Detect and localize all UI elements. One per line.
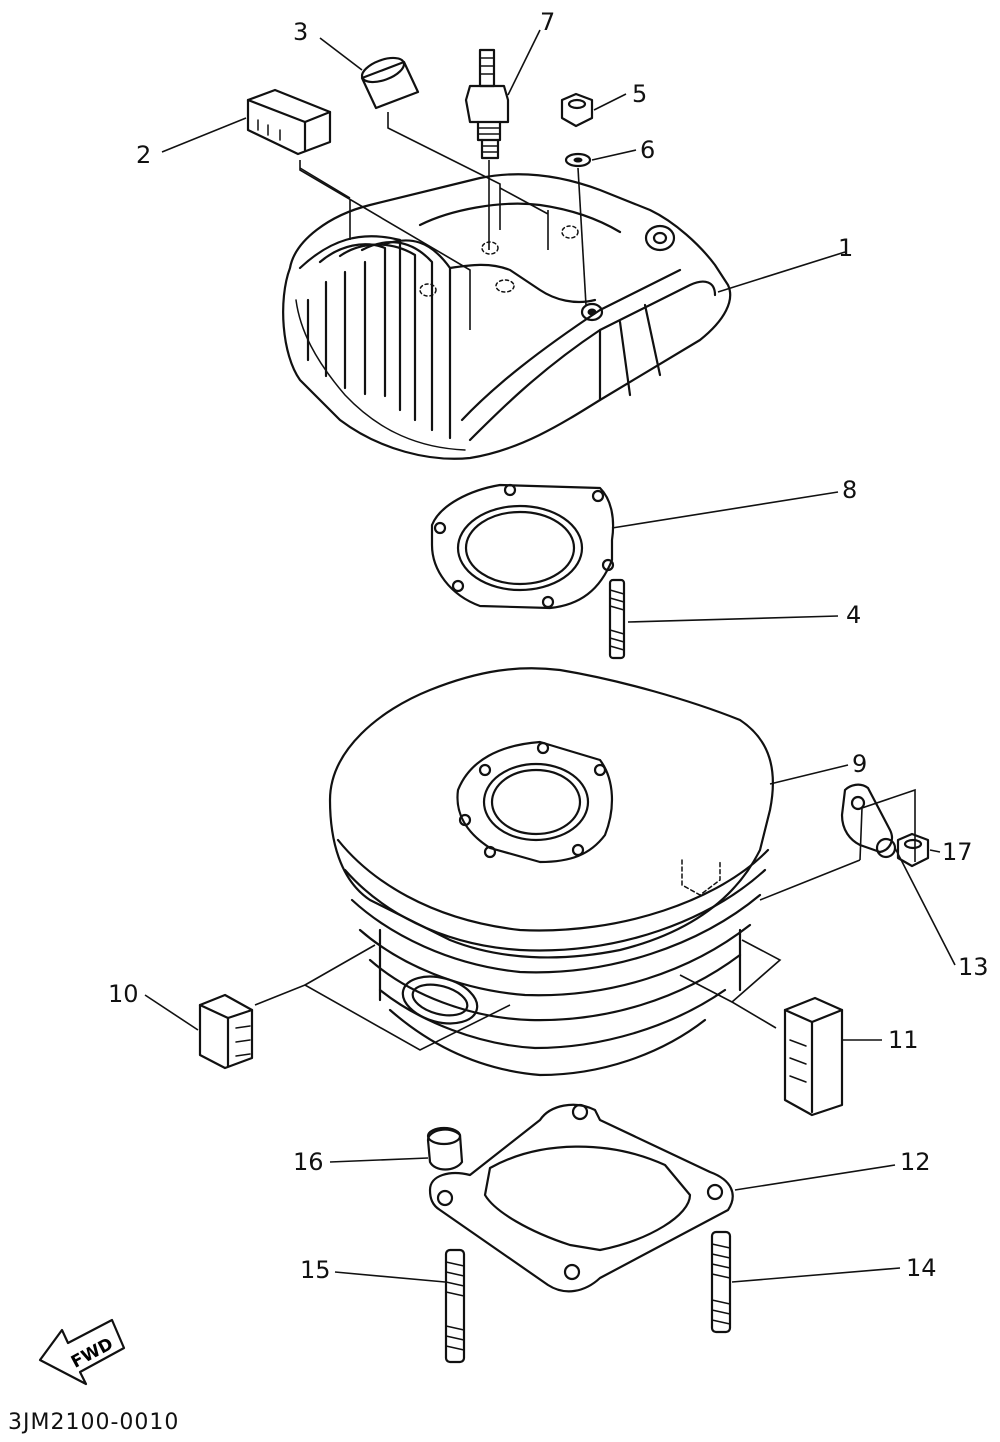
callout-4: 4 — [846, 601, 862, 629]
callout-15: 15 — [300, 1256, 331, 1284]
callout-11: 11 — [888, 1026, 919, 1054]
spark-plug — [464, 48, 510, 160]
callout-5: 5 — [632, 80, 648, 108]
nut-bracket — [896, 832, 930, 868]
forward-arrow-icon: FWD — [38, 1318, 126, 1386]
stud-bolt — [608, 578, 626, 660]
callout-7: 7 — [540, 8, 556, 36]
head-gasket — [430, 483, 615, 610]
plug — [426, 1126, 464, 1171]
leader-lines — [144, 29, 956, 1283]
callout-16: 16 — [293, 1148, 324, 1176]
washer — [564, 152, 592, 168]
callout-2: 2 — [136, 141, 152, 169]
cylinder — [328, 667, 774, 1077]
nut-head — [560, 92, 594, 128]
callout-10: 10 — [108, 980, 139, 1008]
drawing-code: 3JM2100-0010 — [8, 1410, 180, 1435]
bracket — [840, 783, 897, 859]
stud-right — [710, 1230, 732, 1334]
stud-left — [444, 1248, 466, 1364]
cap — [360, 56, 420, 110]
damper-left — [198, 993, 254, 1070]
cylinder-head — [282, 173, 732, 460]
callout-8: 8 — [842, 476, 858, 504]
callout-6: 6 — [640, 136, 656, 164]
damper-head — [246, 88, 332, 156]
callout-17: 17 — [942, 838, 973, 866]
callout-12: 12 — [900, 1148, 931, 1176]
callout-1: 1 — [838, 234, 854, 262]
base-gasket — [428, 1103, 734, 1293]
callout-3: 3 — [293, 18, 309, 46]
callout-14: 14 — [906, 1254, 937, 1282]
damper-right — [783, 996, 844, 1117]
callout-9: 9 — [852, 750, 868, 778]
callout-13: 13 — [958, 953, 989, 981]
